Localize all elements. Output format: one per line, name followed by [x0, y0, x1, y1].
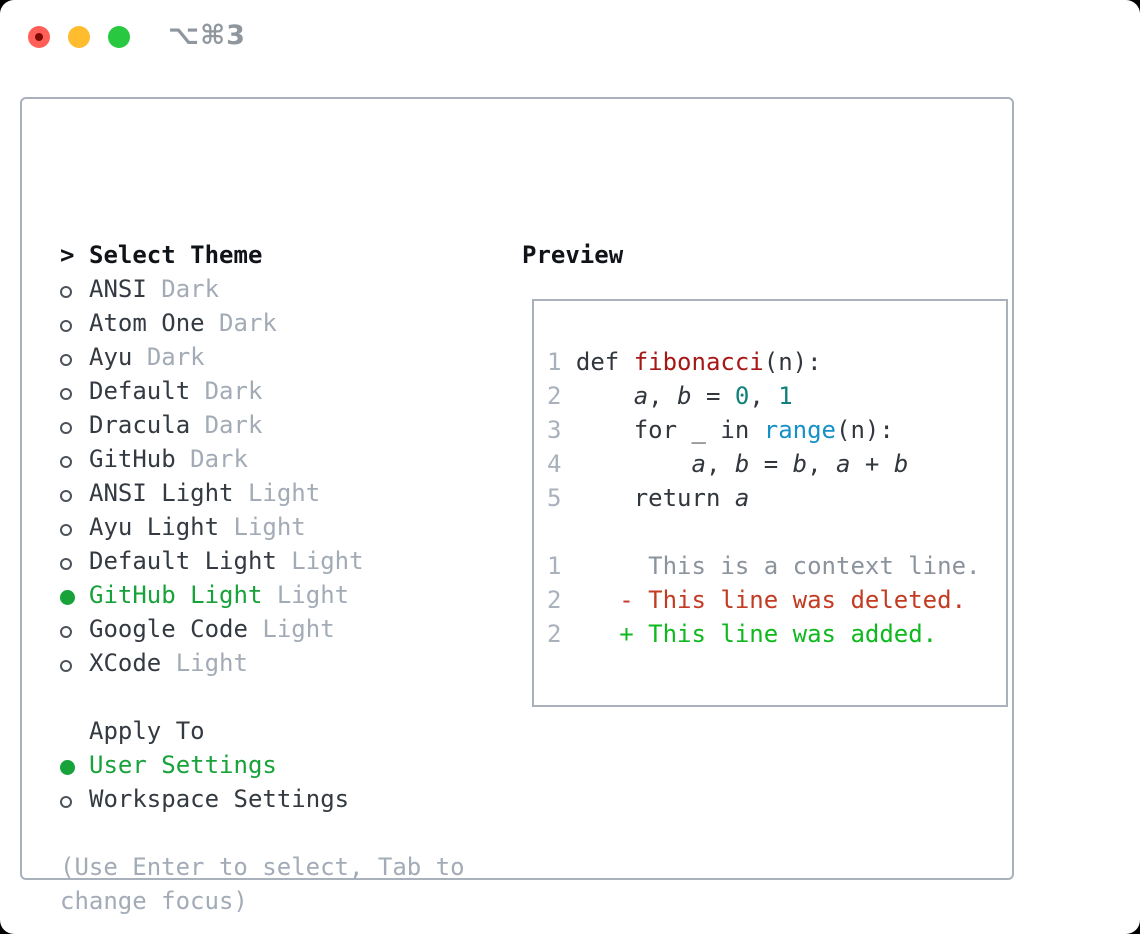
- theme-name: Atom One: [89, 309, 205, 337]
- select-theme-title: Select Theme: [89, 241, 263, 269]
- line-number: 1: [547, 348, 576, 376]
- preview-title: Preview: [522, 241, 624, 269]
- theme-option-github[interactable]: GitHub Dark: [60, 442, 465, 476]
- radio-icon: [60, 782, 89, 816]
- radio-icon: [60, 612, 89, 646]
- theme-variant: Light: [291, 547, 364, 575]
- theme-option-atom-one[interactable]: Atom One Dark: [60, 306, 465, 340]
- theme-variant: Dark: [146, 343, 205, 371]
- code-preview: 1 def fibonacci(n): 2 a, b = 0, 1 3 for _ …: [534, 301, 1006, 651]
- code-line: 3 for _ in range(n):: [547, 416, 894, 444]
- apply-to-title: Apply To: [89, 717, 205, 745]
- theme-option-dracula[interactable]: Dracula Dark: [60, 408, 465, 442]
- radio-icon: [60, 408, 89, 442]
- close-dot-icon: [35, 33, 43, 41]
- apply-option-user-settings[interactable]: User Settings: [60, 748, 465, 782]
- close-button[interactable]: [28, 26, 50, 48]
- theme-option-xcode[interactable]: XCode Light: [60, 646, 465, 680]
- theme-option-github-light[interactable]: GitHub Light Light: [60, 578, 465, 612]
- radio-icon: [60, 306, 89, 340]
- radio-icon: [60, 476, 89, 510]
- theme-variant: Light: [233, 513, 306, 541]
- theme-name: ANSI Light: [89, 479, 234, 507]
- line-number: 5: [547, 484, 576, 512]
- theme-variant: Light: [175, 649, 248, 677]
- radio-icon: [60, 272, 89, 306]
- theme-variant: Dark: [219, 309, 277, 337]
- preview-box: 1 def fibonacci(n): 2 a, b = 0, 1 3 for _ …: [532, 299, 1008, 707]
- code-line: 1 This is a context line.: [547, 552, 981, 580]
- theme-option-ansi-light[interactable]: ANSI Light Light: [60, 476, 465, 510]
- window-title-shortcut: ⌥⌘3: [168, 20, 246, 51]
- theme-name: GitHub Light: [89, 581, 263, 609]
- theme-name: Google Code: [89, 615, 248, 643]
- code-line: 5 return a: [547, 484, 750, 512]
- code-line: 4 a, b = b, a + b: [547, 450, 909, 478]
- radio-icon: [60, 510, 89, 544]
- theme-option-ayu[interactable]: Ayu Dark: [60, 340, 465, 374]
- theme-variant: Light: [276, 581, 350, 609]
- theme-option-default[interactable]: Default Dark: [60, 374, 465, 408]
- radio-icon: [60, 340, 89, 374]
- radio-icon: [60, 544, 89, 578]
- theme-variant: Light: [247, 479, 321, 507]
- select-theme-header: > Select Theme: [60, 238, 465, 272]
- theme-name: Ayu: [89, 343, 133, 371]
- radio-icon: [60, 442, 89, 476]
- line-number: 1: [547, 552, 562, 580]
- line-number: 4: [547, 450, 576, 478]
- line-number: 2: [547, 382, 576, 410]
- radio-selected-icon: [60, 578, 89, 612]
- theme-option-ansi[interactable]: ANSI Dark: [60, 272, 465, 306]
- spacer-row: [60, 816, 465, 850]
- spacer-row: [60, 680, 465, 714]
- code-line: 2 + This line was added.: [547, 620, 938, 648]
- line-number: 3: [547, 416, 576, 444]
- traffic-lights: [28, 26, 130, 48]
- radio-icon: [60, 374, 89, 408]
- radio-selected-icon: [60, 748, 89, 782]
- theme-variant: Dark: [161, 275, 220, 303]
- zoom-button[interactable]: [108, 26, 130, 48]
- apply-to-header: Apply To: [60, 714, 465, 748]
- theme-name: Dracula: [89, 411, 191, 439]
- hint-line-1: (Use Enter to select, Tab to: [60, 853, 465, 881]
- theme-name: ANSI: [89, 275, 147, 303]
- theme-name: Ayu Light: [89, 513, 220, 541]
- radio-icon: [60, 646, 89, 680]
- hint-line-2: change focus): [60, 887, 248, 915]
- theme-variant: Dark: [204, 377, 263, 405]
- code-line: 1 def fibonacci(n):: [547, 348, 822, 376]
- theme-variant: Light: [262, 615, 335, 643]
- code-line: 2 a, b = 0, 1: [547, 382, 793, 410]
- theme-variant: Dark: [190, 445, 248, 473]
- theme-name: XCode: [89, 649, 162, 677]
- theme-name: GitHub: [89, 445, 176, 473]
- line-number: 2: [547, 620, 562, 648]
- code-line: 2 - This line was deleted.: [547, 586, 967, 614]
- theme-variant: Dark: [204, 411, 263, 439]
- apply-option-workspace-settings[interactable]: Workspace Settings: [60, 782, 465, 816]
- theme-name: Default: [89, 377, 191, 405]
- theme-option-ayu-light[interactable]: Ayu Light Light: [60, 510, 465, 544]
- theme-option-google-code[interactable]: Google Code Light: [60, 612, 465, 646]
- minimize-button[interactable]: [68, 26, 90, 48]
- theme-name: Default Light: [89, 547, 277, 575]
- theme-option-default-light[interactable]: Default Light Light: [60, 544, 465, 578]
- blank-line: [547, 515, 1006, 549]
- line-number: 2: [547, 586, 562, 614]
- apply-option-label: User Settings: [89, 751, 277, 779]
- prompt-caret-icon: >: [60, 241, 75, 269]
- apply-option-label: Workspace Settings: [89, 785, 350, 813]
